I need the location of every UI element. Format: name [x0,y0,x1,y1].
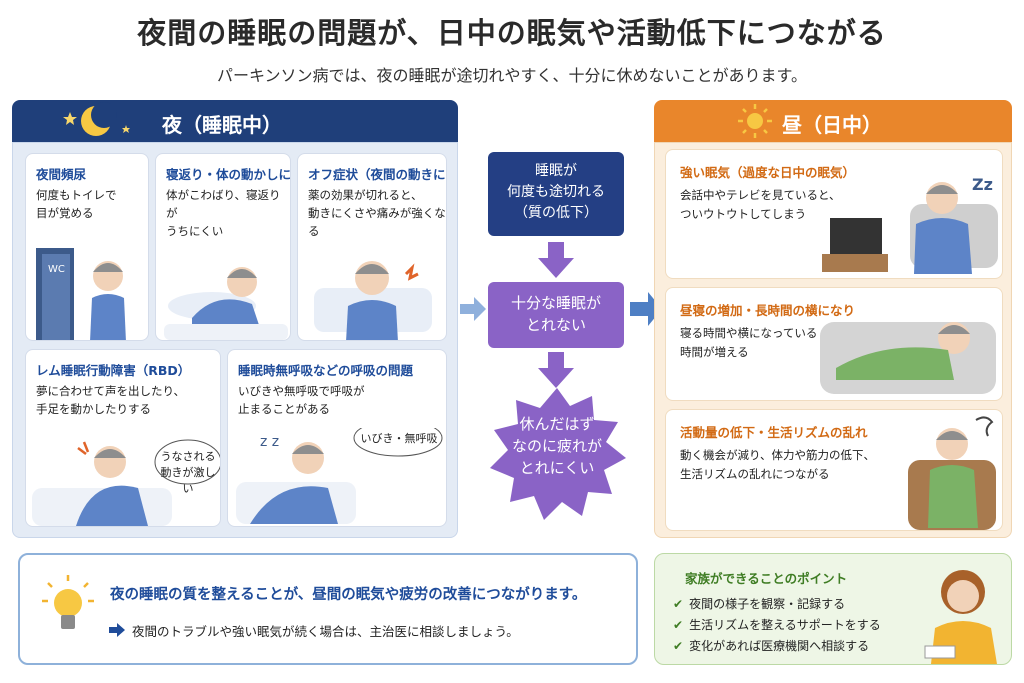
sitting-person-illustration [908,416,996,530]
tip-box: 夜の睡眠の質を整えることが、昼間の眠気や疲労の改善につながります。 夜間のトラブ… [18,553,638,665]
moon-icon [63,102,130,136]
checkmark-icon: ✔ [673,618,684,632]
card-title: 夜間頻尿 [36,167,87,182]
night-panel: 夜間頻尿 何度もトイレで 目が覚める WC 寝返り・体の動かしにくさ 体がこわば… [12,142,458,538]
card-title: レム睡眠行動障害（RBD） [36,363,191,378]
card-sleep-apnea: 睡眠時無呼吸などの呼吸の問題 いびきや無呼吸で呼吸が 止まることがある z z … [227,349,447,527]
moon-cutout [91,102,117,128]
card-rbd: レム睡眠行動障害（RBD） 夢に合わせて声を出したり、 手足を動かしたりする う… [25,349,221,527]
lying-person-illustration [164,267,288,340]
day-panel: 強い眠気（過度な日中の眠気） 会話中やテレビを見ていると、 ついウトウトしてしま… [654,142,1012,538]
night-header-label: 夜（睡眠中） [162,113,282,137]
family-item-text: 生活リズムを整えるサポートをする [689,618,881,632]
toilet-sign: WC [48,264,65,275]
flow-step-not-enough-sleep: 十分な睡眠が とれない [488,282,624,348]
card-title: 活動量の低下・生活リズムの乱れ [680,425,868,440]
card-desc: 会話中やテレビを見ていると、 ついウトウトしてしまう [680,188,841,221]
card-off-symptoms: オフ症状（夜間の動きにくさ） 薬の効果が切れると、 動きにくさや痛みが強くなる [297,153,447,341]
card-desc: 何度もトイレで 目が覚める [36,188,117,220]
flow-step-still-tired: 休んだはず なのに疲れが とれにくい [511,415,602,477]
zzz-icon: z z [260,434,279,450]
card-less-activity: 活動量の低下・生活リズムの乱れ 動く機会が減り、体力や筋力の低下、 生活リズムの… [665,409,1003,531]
dozing-tv-illustration: Zz [822,175,998,274]
lightbulb-icon [42,575,94,629]
page-title: 夜間の睡眠の問題が、日中の眠気や活動低下につながる [137,16,887,50]
list-item: ✔ 変化があれば医療機関へ相談する [673,636,881,657]
day-header-label: 昼（日中） [782,113,882,137]
toilet-door-illustration: WC [36,248,126,340]
card-desc: いびきや無呼吸で呼吸が 止まることがある [238,384,365,416]
star-icon [63,112,77,125]
card-desc: 薬の効果が切れると、 動きにくさや痛みが強くなる [308,188,446,238]
card-title: オフ症状（夜間の動きにくさ） [308,167,446,182]
checkmark-icon: ✔ [673,597,684,611]
star-icon [122,125,130,133]
snoring-person-illustration: z z [236,428,443,524]
card-nocturia: 夜間頻尿 何度もトイレで 目が覚める WC [25,153,149,341]
card-daytime-sleepiness: 強い眠気（過度な日中の眠気） 会話中やテレビを見ていると、 ついウトウトしてしま… [665,149,1003,279]
family-item-text: 変化があれば医療機関へ相談する [689,639,870,653]
family-item-text: 夜間の様子を観察・記録する [689,597,846,611]
card-title: 強い眠気（過度な日中の眠気） [680,165,856,180]
caregiver-illustration [924,570,997,664]
card-turning-over: 寝返り・体の動かしにくさ 体がこわばり、寝返りが うちにくい [155,153,291,341]
flow-step-sleep-interrupted: 睡眠が 何度も途切れる （質の低下） [488,152,624,236]
pain-person-illustration [314,261,432,340]
card-desc: 夢に合わせて声を出したり、 手足を動かしたりする [36,384,186,416]
tip-main-text: 夜の睡眠の質を整えることが、昼間の眠気や疲労の改善につながります。 [110,587,587,603]
arrow-down-icon [538,352,574,388]
night-header: 夜（睡眠中） [12,100,458,142]
zzz-icon: Zz [972,175,993,194]
tip-sub-text: 夜間のトラブルや強い眠気が続く場合は、主治医に相談しましょう。 [132,624,519,639]
flow-burst-shape [490,388,626,520]
card-title: 睡眠時無呼吸などの呼吸の問題 [238,363,414,378]
list-item: ✔ 生活リズムを整えるサポートをする [673,615,881,636]
sun-icon [738,104,772,138]
day-header: 昼（日中） [654,100,1012,142]
arrow-right-icon [109,623,125,637]
card-desc: 寝る時間や横になっている 時間が増える [680,326,818,359]
family-tips-box: 家族ができることのポイント ✔ 夜間の様子を観察・記録する ✔ 生活リズムを整えるサ… [654,553,1012,665]
page-subtitle: パーキンソン病では、夜の睡眠が途切れやすく、十分に休めないことがあります。 [217,66,807,85]
apnea-speech-bubble: いびき・無呼吸 [360,432,438,445]
card-desc: 体がこわばり、寝返りが うちにくい [166,188,281,238]
family-list: ✔ 夜間の様子を観察・記録する ✔ 生活リズムを整えるサポートをする ✔ 変化があれば… [673,594,881,657]
checkmark-icon: ✔ [673,639,684,653]
napping-sofa-illustration [820,322,996,394]
arrow-down-icon [538,242,574,278]
rbd-speech-bubble: うなされる 動きが激しい [160,450,216,495]
arrow-right-icon [460,297,486,321]
card-title: 寝返り・体の動かしにくさ [166,167,291,182]
card-desc: 動く機会が減り、体力や筋力の低下、 生活リズムの乱れにつながる [680,448,876,481]
card-title: 昼寝の増加・長時間の横になり [680,303,856,318]
family-title: 家族ができることのポイント [685,571,848,586]
list-item: ✔ 夜間の様子を観察・記録する [673,594,881,615]
card-more-naps: 昼寝の増加・長時間の横になり 寝る時間や横になっている 時間が増える [665,287,1003,401]
rbd-person-illustration [32,439,220,526]
